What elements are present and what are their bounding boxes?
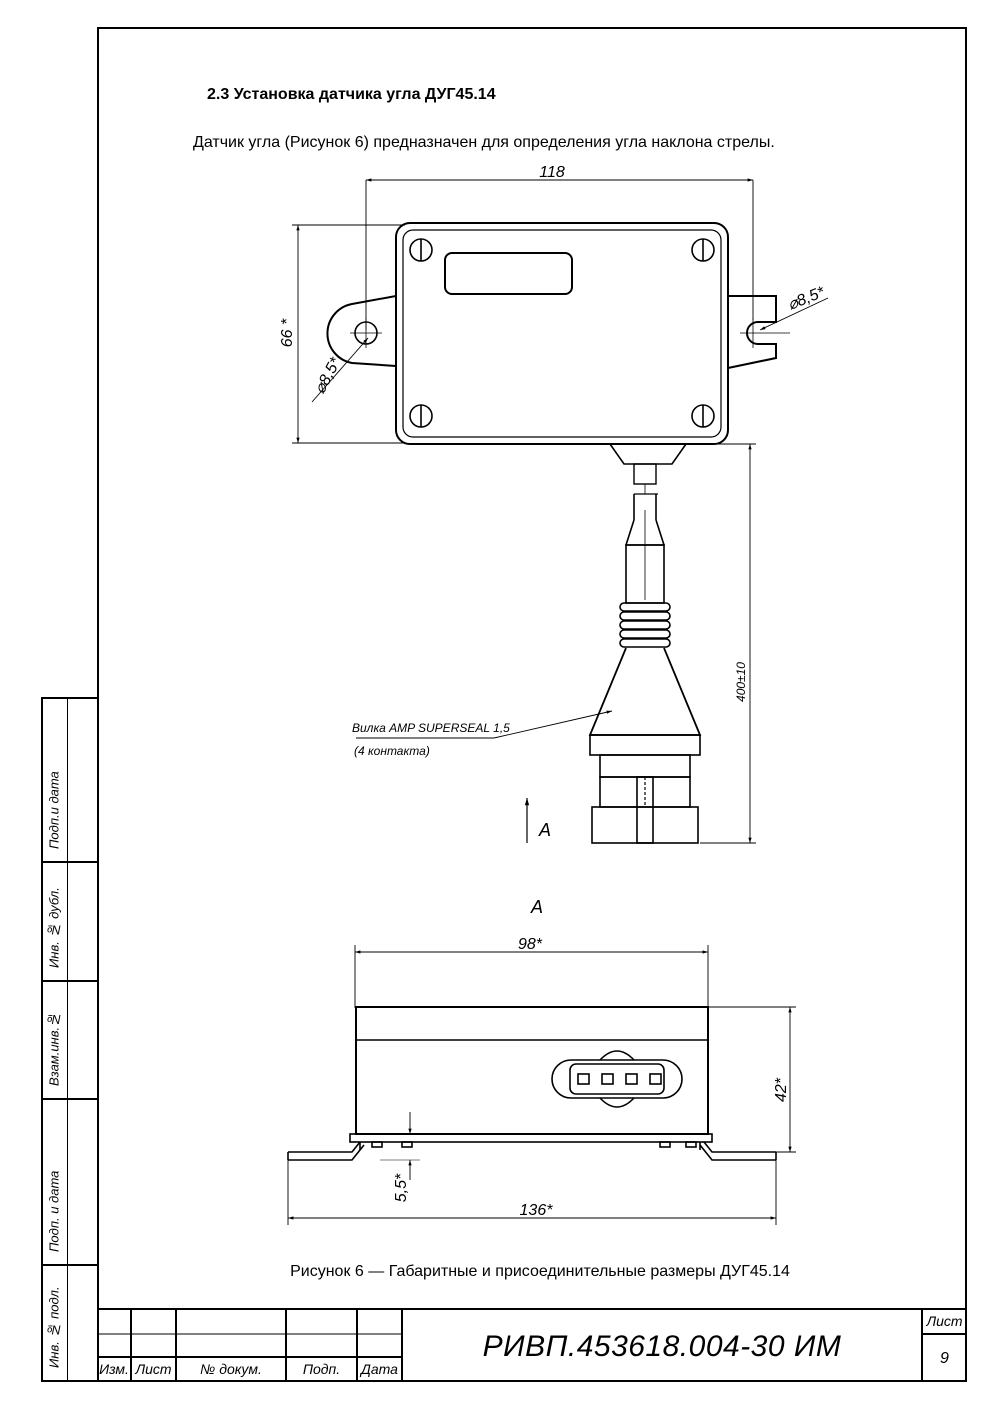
connector-label-line2: (4 контакта) (354, 744, 430, 758)
dim-text-width-bottom: 98* (518, 936, 543, 953)
screw-br (691, 404, 715, 428)
bracket-right (699, 1141, 776, 1161)
cable-ribs (619, 602, 671, 648)
mount-ear-right (727, 295, 777, 369)
page-frame (97, 27, 967, 1382)
connector-label-line1: Вилка AMP SUPERSEAL 1,5 (352, 721, 510, 735)
figure-caption: Рисунок 6 — Габаритные и присоединительн… (290, 1263, 790, 1280)
document-number: РИВП.453618.004-30 ИМ (482, 1330, 842, 1363)
side-cell-signature-date-1: Подп.и дата (43, 699, 97, 863)
view-title: A (530, 897, 543, 917)
connector-socket (551, 1050, 683, 1108)
sensor-body-side (355, 1006, 709, 1135)
dim-text-height-top: 66 * (279, 318, 296, 347)
side-cell-duplicate-inv: Инв. № дубл. (43, 863, 97, 982)
cable-gland (609, 443, 687, 465)
view-arrow-label: A (538, 820, 551, 840)
tb-header-doc-number: № докум. (200, 1361, 262, 1377)
screw-bl (409, 404, 433, 428)
label-window (444, 252, 573, 295)
tb-header-date: Дата (361, 1361, 398, 1377)
dim-text-bracket-height: 5,5* (393, 1173, 410, 1202)
side-stamp-column: Подп.и дата Инв. № дубл. Взам.инв.№ Подп… (41, 697, 97, 1382)
dim-text-hole-left: ⌀8,5* (312, 354, 345, 396)
side-column-divider (67, 699, 68, 1380)
tb-header-sheet: Лист (135, 1361, 172, 1377)
dim-text-height-bottom: 42* (773, 1077, 790, 1102)
dim-text-width-top: 118 (539, 164, 565, 181)
sensor-body-top (395, 222, 729, 445)
sheet-label: Лист (926, 1313, 963, 1329)
tb-header-change: Изм. (99, 1361, 129, 1377)
dim-text-cable-length: 400±10 (734, 662, 748, 702)
mount-ear-left (326, 295, 397, 367)
screw-tr (691, 238, 715, 262)
side-cell-replacement-inv: Взам.инв.№ (43, 982, 97, 1100)
connector-housing (588, 647, 702, 736)
bracket-left (288, 1141, 365, 1161)
side-cell-signature-date-2: Подп. и дата (43, 1100, 97, 1266)
dim-text-hole-right: ⌀8,5* (785, 284, 827, 314)
dim-text-total-width: 136* (520, 1202, 554, 1219)
section-heading: 2.3 Установка датчика угла ДУГ45.14 (207, 86, 496, 103)
sheet-number: 9 (940, 1350, 949, 1367)
section-intro: Датчик угла (Рисунок 6) предназначен для… (193, 134, 775, 151)
tb-header-signature: Подп. (302, 1361, 341, 1377)
screw-tl (409, 238, 433, 262)
